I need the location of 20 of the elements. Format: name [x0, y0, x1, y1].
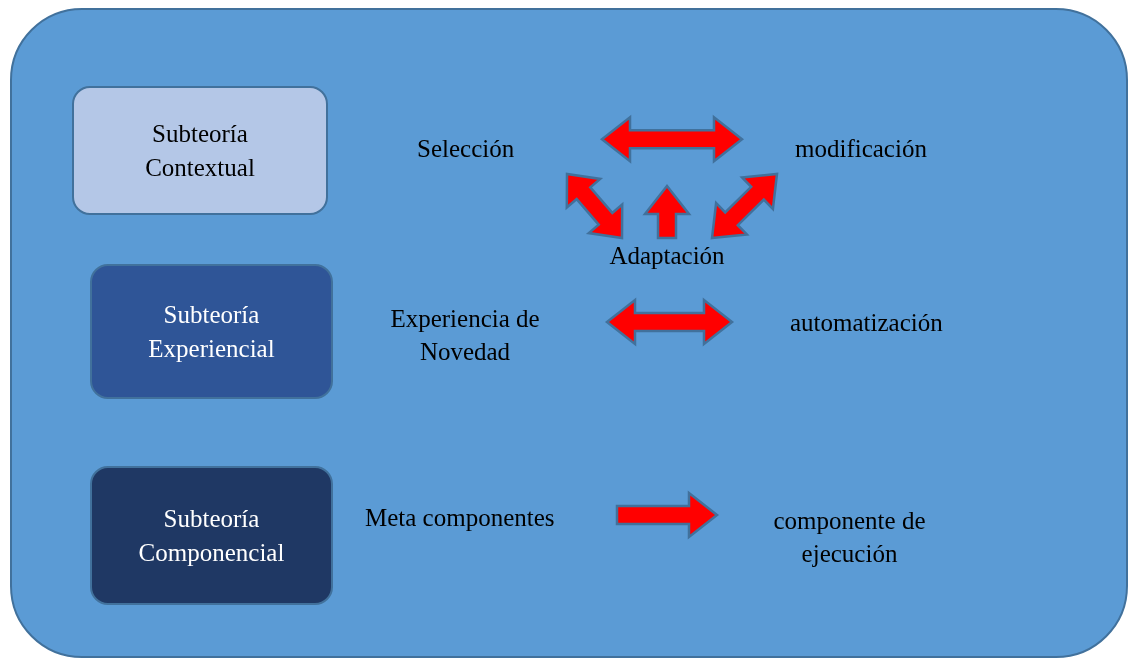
theory-box: [90, 466, 333, 605]
box-label: Subteoría Contextual: [144, 118, 256, 183]
block-arrow: [604, 297, 735, 347]
theory-box: [90, 264, 333, 399]
block-arrow: [565, 172, 624, 240]
concept-label: modificación: [795, 133, 927, 164]
block-arrow: [642, 183, 692, 240]
box-label: Subteoría Experiencial: [147, 299, 276, 364]
theory-box: [72, 86, 328, 215]
concept-label: Selección: [417, 133, 515, 164]
block-arrow: [710, 172, 779, 240]
concept-label: componente de ejecución: [772, 506, 927, 569]
box-label: Subteoría Componencial: [137, 503, 286, 568]
block-arrow: [615, 490, 720, 540]
block-arrow: [599, 114, 745, 164]
concept-label: Adaptación: [609, 240, 725, 271]
concept-label: Experiencia de Novedad: [389, 304, 541, 367]
concept-label: Meta componentes: [365, 502, 555, 533]
concept-label: automatización: [790, 307, 943, 338]
panel-background: [10, 8, 1128, 658]
